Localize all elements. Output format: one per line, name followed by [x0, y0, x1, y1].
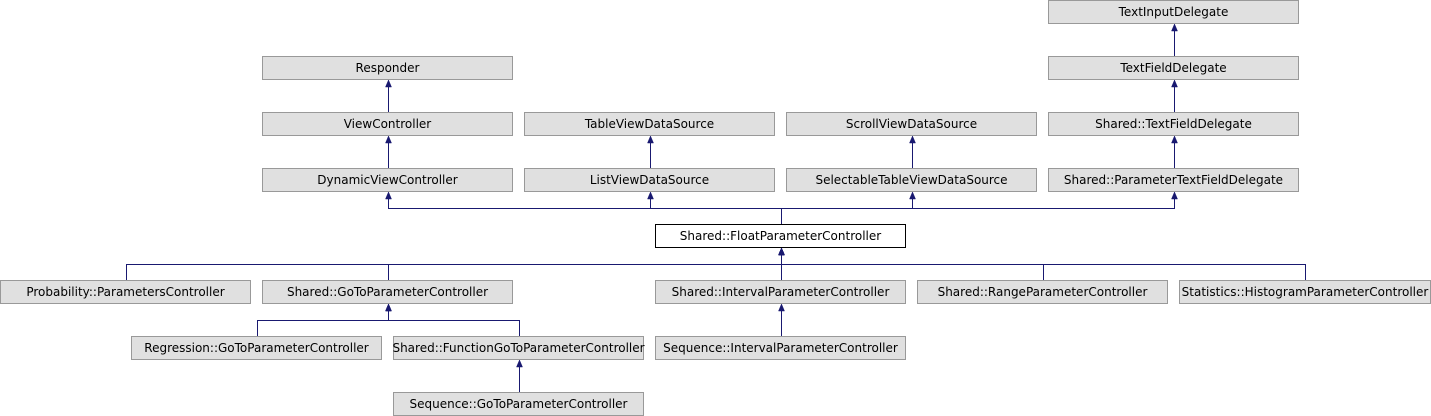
arrowhead-float_parameter_controller-to-shared_parameter_text_field_delegate: [1171, 191, 1178, 200]
node-function-go-to-parameter-controller[interactable]: Shared::FunctionGoToParameterController: [392, 336, 645, 360]
arrowhead-float_parameter_controller-to-selectable_table_view_data_source: [909, 191, 916, 200]
node-text-input-delegate[interactable]: TextInputDelegate: [1048, 0, 1299, 24]
arrowhead-list_view_data_source-to-table_view_data_source: [647, 135, 654, 144]
arrowhead-shared_parameter_text_field_delegate-to-shared_text_field_delegate: [1171, 135, 1178, 144]
node-selectable-table-view-data-source[interactable]: SelectableTableViewDataSource: [786, 168, 1037, 192]
arrowhead-float_parameter_controller-to-dynamic_view_controller: [385, 191, 392, 200]
edge-histogram_parameter_controller-to-float_parameter_controller: [781, 254, 1306, 280]
node-sequence-go-to-parameter-controller[interactable]: Sequence::GoToParameterController: [393, 392, 644, 416]
node-shared-parameter-text-field-delegate[interactable]: Shared::ParameterTextFieldDelegate: [1048, 168, 1299, 192]
edge-float_parameter_controller-to-shared_parameter_text_field_delegate: [781, 198, 1175, 224]
node-float-parameter-controller: Shared::FloatParameterController: [655, 224, 906, 248]
arrowhead-shared_text_field_delegate-to-text_field_delegate: [1171, 79, 1178, 88]
arrowhead-sequence_interval_parameter_controller-to-interval_parameter_controller: [778, 303, 785, 312]
node-go-to-parameter-controller[interactable]: Shared::GoToParameterController: [262, 280, 513, 304]
edge-range_parameter_controller-to-float_parameter_controller: [781, 254, 1044, 280]
arrowhead-text_field_delegate-to-text_input_delegate: [1171, 23, 1178, 32]
node-regression-go-to-parameter-controller[interactable]: Regression::GoToParameterController: [131, 336, 382, 360]
arrowhead-sequence_go_to_parameter_controller-to-function_go_to_parameter_controller: [516, 359, 523, 368]
node-sequence-interval-parameter-controller[interactable]: Sequence::IntervalParameterController: [655, 336, 906, 360]
node-range-parameter-controller[interactable]: Shared::RangeParameterController: [917, 280, 1168, 304]
arrowhead-selectable_table_view_data_source-to-scroll_view_data_source: [909, 135, 916, 144]
node-text-field-delegate[interactable]: TextFieldDelegate: [1048, 56, 1299, 80]
node-shared-text-field-delegate[interactable]: Shared::TextFieldDelegate: [1048, 112, 1299, 136]
edge-function_go_to_parameter_controller-to-go_to_parameter_controller: [388, 310, 520, 336]
arrowhead-function_go_to_parameter_controller-to-go_to_parameter_controller: [385, 303, 392, 312]
edge-regression_go_to_parameter_controller-to-go_to_parameter_controller: [257, 310, 389, 336]
edge-go_to_parameter_controller-to-float_parameter_controller: [388, 254, 782, 280]
node-table-view-data-source[interactable]: TableViewDataSource: [524, 112, 775, 136]
node-responder[interactable]: Responder: [262, 56, 513, 80]
node-scroll-view-data-source[interactable]: ScrollViewDataSource: [786, 112, 1037, 136]
node-interval-parameter-controller[interactable]: Shared::IntervalParameterController: [655, 280, 906, 304]
node-view-controller[interactable]: ViewController: [262, 112, 513, 136]
arrowhead-view_controller-to-responder: [385, 79, 392, 88]
edge-probability_parameters_controller-to-float_parameter_controller: [126, 254, 782, 280]
arrowhead-dynamic_view_controller-to-view_controller: [385, 135, 392, 144]
arrowhead-histogram_parameter_controller-to-float_parameter_controller: [778, 247, 785, 256]
edge-float_parameter_controller-to-selectable_table_view_data_source: [781, 198, 913, 224]
node-histogram-parameter-controller[interactable]: Statistics::HistogramParameterController: [1179, 280, 1431, 304]
arrowhead-float_parameter_controller-to-list_view_data_source: [647, 191, 654, 200]
edge-float_parameter_controller-to-dynamic_view_controller: [388, 198, 782, 224]
node-probability-parameters-controller[interactable]: Probability::ParametersController: [0, 280, 251, 304]
node-dynamic-view-controller[interactable]: DynamicViewController: [262, 168, 513, 192]
edge-float_parameter_controller-to-list_view_data_source: [650, 198, 782, 224]
node-list-view-data-source[interactable]: ListViewDataSource: [524, 168, 775, 192]
